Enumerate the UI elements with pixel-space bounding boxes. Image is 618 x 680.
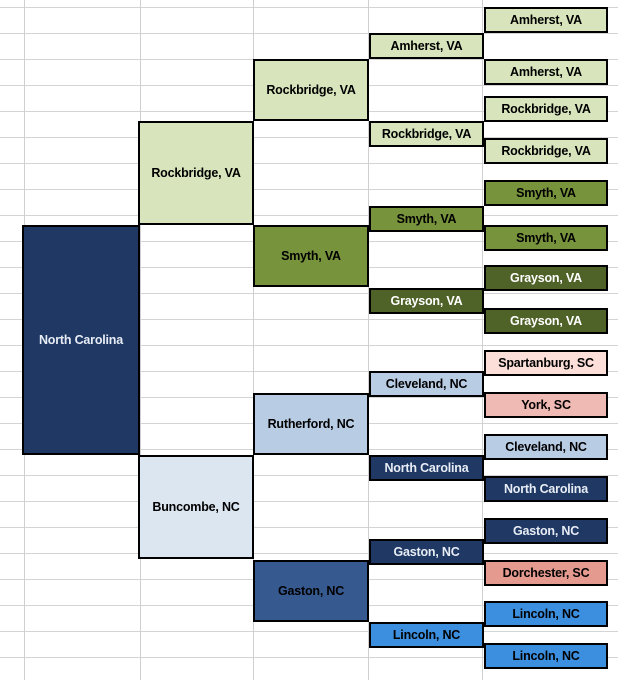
dendrogram-node[interactable]: Smyth, VA (253, 225, 369, 287)
dendrogram-node[interactable]: Rockbridge, VA (138, 121, 254, 225)
dendrogram-node[interactable]: Amherst, VA (484, 7, 608, 33)
grid-row-line (0, 137, 618, 138)
dendrogram-node[interactable]: Lincoln, NC (484, 643, 608, 669)
grid-row-line (0, 527, 618, 528)
dendrogram-node[interactable]: Dorchester, SC (484, 560, 608, 586)
dendrogram-node[interactable]: Grayson, VA (484, 265, 608, 291)
dendrogram-node[interactable]: Buncombe, NC (138, 455, 254, 559)
dendrogram-node[interactable]: Amherst, VA (369, 33, 484, 59)
grid-column-line (140, 0, 141, 680)
grid-row-line (0, 293, 618, 294)
grid-row-line (0, 345, 618, 346)
grid-row-line (0, 631, 618, 632)
dendrogram-node[interactable]: Rockbridge, VA (484, 138, 608, 164)
grid-row-line (0, 553, 618, 554)
grid-row-line (0, 319, 618, 320)
grid-row-line (0, 7, 618, 8)
grid-row-line (0, 215, 618, 216)
dendrogram-node[interactable]: Amherst, VA (484, 59, 608, 85)
grid-column-line (253, 0, 254, 680)
dendrogram-node[interactable]: Rockbridge, VA (484, 96, 608, 122)
grid-row-line (0, 501, 618, 502)
dendrogram-node[interactable]: Rutherford, NC (253, 393, 369, 455)
grid-row-line (0, 189, 618, 190)
grid-row-line (0, 33, 618, 34)
dendrogram-node[interactable]: Cleveland, NC (484, 434, 608, 460)
dendrogram-node[interactable]: Lincoln, NC (369, 622, 484, 648)
dendrogram-node[interactable]: Rockbridge, VA (369, 121, 484, 147)
dendrogram-node[interactable]: North Carolina (22, 225, 140, 455)
dendrogram-node[interactable]: Spartanburg, SC (484, 350, 608, 376)
dendrogram-node[interactable]: North Carolina (369, 455, 484, 481)
grid-column-line (482, 0, 483, 680)
grid-row-line (0, 163, 618, 164)
dendrogram-node[interactable]: Grayson, VA (369, 288, 484, 314)
dendrogram-node[interactable]: North Carolina (484, 476, 608, 502)
dendrogram-node[interactable]: Smyth, VA (484, 180, 608, 206)
grid-row-line (0, 475, 618, 476)
dendrogram-node[interactable]: Gaston, NC (253, 560, 369, 622)
grid-row-line (0, 657, 618, 658)
dendrogram-node[interactable]: Smyth, VA (484, 225, 608, 251)
dendrogram-node[interactable]: Gaston, NC (484, 518, 608, 544)
grid-row-line (0, 371, 618, 372)
grid-column-line (368, 0, 369, 680)
dendrogram-node[interactable]: Rockbridge, VA (253, 59, 369, 121)
dendrogram-node[interactable]: Grayson, VA (484, 308, 608, 334)
dendrogram-node[interactable]: Smyth, VA (369, 206, 484, 232)
dendrogram-node[interactable]: Gaston, NC (369, 539, 484, 565)
dendrogram-node[interactable]: Lincoln, NC (484, 601, 608, 627)
dendrogram-node[interactable]: Cleveland, NC (369, 371, 484, 397)
dendrogram-node[interactable]: York, SC (484, 392, 608, 418)
